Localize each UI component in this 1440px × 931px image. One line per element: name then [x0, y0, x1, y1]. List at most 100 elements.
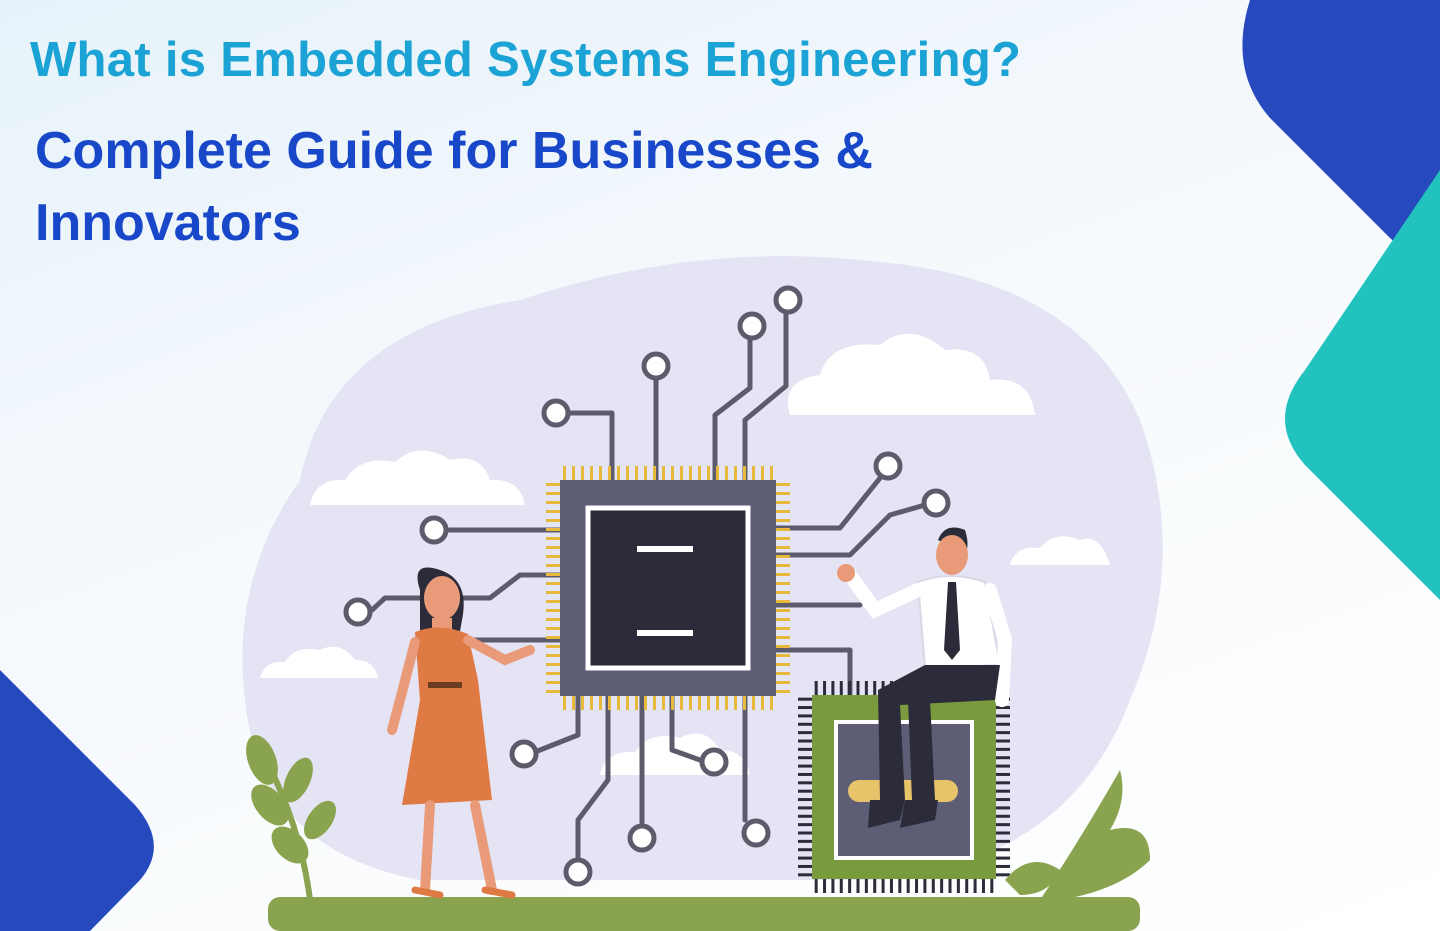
chip-pin: [798, 731, 812, 735]
woman-illustration: [387, 567, 535, 899]
chip-pin: [798, 706, 812, 710]
man-illustration: [837, 527, 1013, 828]
chip-pin: [864, 879, 868, 893]
chip-pin: [823, 879, 827, 893]
headline-subtitle-line1: Complete Guide for Businesses &: [35, 122, 873, 180]
chip-pin: [776, 555, 790, 558]
chip-pin: [546, 690, 560, 693]
chip-pin: [546, 672, 560, 675]
chip-pin: [689, 696, 692, 710]
chip-pin: [546, 483, 560, 486]
chip-pin: [716, 466, 719, 480]
chip-pin: [671, 466, 674, 480]
chip-pin: [956, 879, 960, 893]
chip-pin: [798, 714, 812, 718]
chip-pin: [848, 681, 852, 695]
chip-pin: [839, 681, 843, 695]
chip-pin: [798, 873, 812, 877]
chip-pin: [996, 864, 1010, 868]
chip-pin: [948, 879, 952, 893]
chip-pin: [546, 501, 560, 504]
chip-pin: [546, 528, 560, 531]
chip-pin: [889, 879, 893, 893]
chip-pin: [617, 466, 620, 480]
chip-pin: [776, 663, 790, 666]
chip-pin: [798, 806, 812, 810]
chip-pin: [776, 690, 790, 693]
circuit-node-icon: [343, 285, 951, 887]
chip-pin: [572, 696, 575, 710]
chip-pin: [940, 879, 944, 893]
chip-pin: [923, 879, 927, 893]
chip-pin: [906, 879, 910, 893]
chip-pin: [546, 510, 560, 513]
chip-pin: [798, 739, 812, 743]
chip-pin: [581, 466, 584, 480]
chip-pin: [572, 466, 575, 480]
chip-pin: [546, 609, 560, 612]
chip-pin: [546, 519, 560, 522]
chip-pin: [996, 856, 1010, 860]
chip-pin: [996, 823, 1010, 827]
chip-pin: [662, 696, 665, 710]
chip-pin: [644, 466, 647, 480]
chip-pin: [546, 654, 560, 657]
chip-pin: [776, 501, 790, 504]
chip-pin: [776, 654, 790, 657]
chip-pin: [546, 645, 560, 648]
chip-pin: [776, 483, 790, 486]
chip-pin: [776, 564, 790, 567]
chip-pin: [856, 681, 860, 695]
chip-pin: [590, 696, 593, 710]
chip-pin: [776, 636, 790, 639]
chip-pin: [546, 555, 560, 558]
chip-pin: [590, 466, 593, 480]
chip-pin: [776, 600, 790, 603]
chip-pin: [546, 492, 560, 495]
chip-pin: [725, 696, 728, 710]
chip-pin: [996, 873, 1010, 877]
chip-pin: [707, 466, 710, 480]
chip-pin: [996, 831, 1010, 835]
chip-pin: [996, 781, 1010, 785]
chip-pin: [823, 681, 827, 695]
chip-pin: [839, 879, 843, 893]
chip-pin: [776, 627, 790, 630]
chip-pin: [608, 696, 611, 710]
chip-pin: [698, 466, 701, 480]
chip-pin: [546, 618, 560, 621]
chip-pin: [965, 879, 969, 893]
chip-pin: [680, 466, 683, 480]
chip-pin: [662, 466, 665, 480]
chip-pin: [996, 739, 1010, 743]
chip-pin: [635, 466, 638, 480]
chip-pin: [996, 814, 1010, 818]
chip-pin: [873, 681, 877, 695]
chip-pin: [617, 696, 620, 710]
chip-pin: [798, 814, 812, 818]
chip-pin: [996, 764, 1010, 768]
chip-pin: [761, 466, 764, 480]
chip-pin: [776, 645, 790, 648]
chip-pin: [546, 573, 560, 576]
chip-pin: [776, 537, 790, 540]
chip-pin: [599, 466, 602, 480]
chip-pin: [680, 696, 683, 710]
chip-pin: [626, 466, 629, 480]
chip-pin: [798, 781, 812, 785]
chip-pin: [798, 789, 812, 793]
chip-pin: [653, 696, 656, 710]
chip-pin: [716, 696, 719, 710]
chip-pin: [814, 681, 818, 695]
chip-pin: [981, 879, 985, 893]
chip-pin: [996, 706, 1010, 710]
chip-pin: [707, 696, 710, 710]
chip-pin: [546, 663, 560, 666]
chip-pin: [752, 466, 755, 480]
chip-pin: [546, 537, 560, 540]
chip-pin: [881, 879, 885, 893]
chip-pin: [873, 879, 877, 893]
chip-pin: [856, 879, 860, 893]
chip-pin: [996, 839, 1010, 843]
chip-pin: [725, 466, 728, 480]
